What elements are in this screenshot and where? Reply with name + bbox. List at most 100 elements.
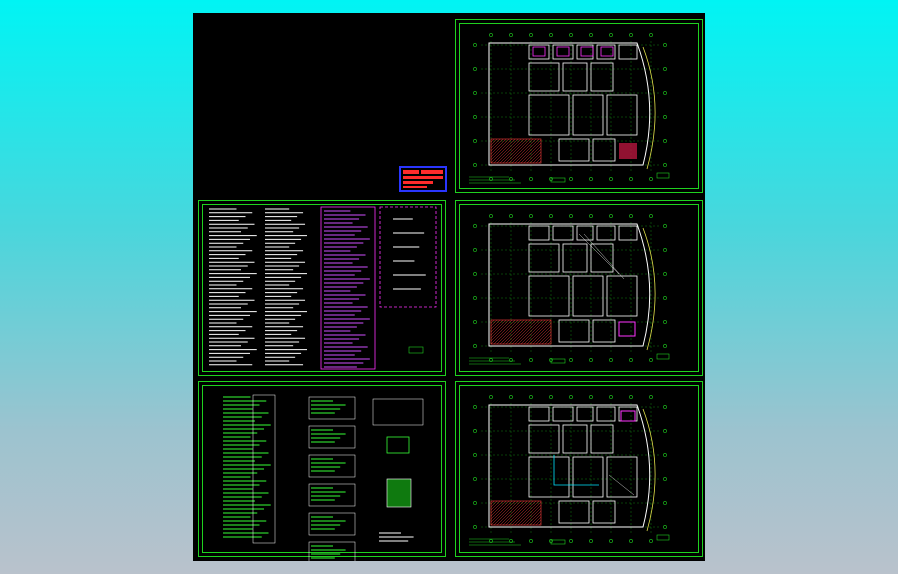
axis-bubble — [663, 477, 667, 481]
room — [606, 275, 638, 317]
drawing-canvas[interactable] — [193, 13, 705, 561]
axis-bubble — [589, 358, 593, 362]
hatch-line — [490, 319, 495, 324]
hatch-line — [490, 500, 510, 520]
schedule-table — [252, 394, 276, 544]
title-tag — [656, 172, 670, 179]
curved-facade — [642, 227, 656, 351]
schedule-block — [308, 483, 356, 507]
axis-bubble — [509, 539, 513, 543]
axis-bubble — [589, 33, 593, 37]
sheet-plan-1[interactable] — [455, 19, 703, 193]
room — [592, 500, 616, 524]
axis-bubble — [663, 525, 667, 529]
sheet-title-tag — [408, 346, 424, 354]
axis-bubble — [649, 177, 653, 181]
hatch-line — [514, 138, 540, 164]
sheet-notes[interactable] — [198, 200, 446, 376]
hatch-line — [517, 319, 543, 345]
hatch-line — [535, 328, 552, 345]
axis-bubble — [569, 33, 573, 37]
hatch-line — [529, 322, 552, 345]
outer-wall — [488, 404, 651, 528]
schedule-block — [308, 454, 356, 478]
room — [528, 243, 560, 273]
pipe-run — [608, 474, 635, 496]
axis-bubble — [649, 358, 653, 362]
hatch-line — [490, 138, 507, 155]
axis-bubble — [589, 395, 593, 399]
room — [562, 62, 588, 92]
hatch-line — [532, 154, 542, 164]
axis-bubble — [473, 43, 477, 47]
room — [576, 406, 594, 422]
axis-bubble — [629, 395, 633, 399]
axis-bubble — [473, 344, 477, 348]
room — [618, 44, 638, 60]
axis-bubble — [529, 177, 533, 181]
axis-bubble — [663, 139, 667, 143]
axis-bubble — [489, 214, 493, 218]
hatch-line — [490, 319, 498, 327]
room — [528, 406, 550, 422]
detail-symbol — [386, 436, 410, 454]
axis-bubble — [569, 214, 573, 218]
hatch-line — [490, 319, 504, 333]
room — [562, 243, 588, 273]
room — [618, 406, 638, 422]
axis-bubble — [549, 395, 553, 399]
axis-bubble — [663, 115, 667, 119]
hatch-line — [517, 139, 542, 164]
axis-bubble — [663, 296, 667, 300]
hatch-line — [505, 500, 531, 526]
axis-bubble — [629, 358, 633, 362]
hatch-line — [517, 501, 542, 526]
notes-column — [320, 206, 376, 370]
axis-bubble — [509, 358, 513, 362]
axis-bubble — [509, 33, 513, 37]
hatch-line — [502, 500, 528, 526]
room — [592, 319, 616, 343]
axis-bubble — [489, 539, 493, 543]
axis-bubble — [649, 395, 653, 399]
hatch-line — [508, 138, 534, 164]
sheet-cover[interactable] — [195, 15, 451, 197]
axis-bubble — [609, 395, 613, 399]
axis-bubble — [663, 501, 667, 505]
hatch-line — [520, 142, 542, 164]
axis-bubble — [529, 539, 533, 543]
hatch-line — [499, 319, 525, 345]
hatch-line — [538, 331, 552, 345]
axis-bubble — [663, 405, 667, 409]
drawing-linework — [209, 33, 670, 561]
axis-bubble — [569, 539, 573, 543]
hatch-line — [514, 500, 540, 526]
axis-bubble — [609, 358, 613, 362]
axis-bubble — [649, 33, 653, 37]
hatch-line — [490, 319, 501, 330]
hatch-line — [499, 500, 525, 526]
hatch-line — [490, 500, 504, 514]
hatch-line — [526, 510, 542, 526]
axis-bubble — [473, 320, 477, 324]
room — [596, 44, 616, 60]
title-tag — [550, 539, 566, 545]
hatch-line — [490, 138, 510, 158]
axis-bubble — [509, 177, 513, 181]
axis-bubble — [569, 358, 573, 362]
hatch-line — [490, 138, 501, 149]
hatch-line — [520, 319, 546, 345]
cyan-line — [553, 455, 599, 486]
hatch-line — [493, 500, 519, 526]
axis-bubble — [473, 477, 477, 481]
hatch-line — [502, 319, 528, 345]
sheet-schedules[interactable] — [198, 381, 446, 557]
sheet-plan-2[interactable] — [455, 200, 703, 376]
axis-bubble — [473, 272, 477, 276]
hatch-line — [526, 319, 552, 345]
axis-bubble — [589, 539, 593, 543]
red-room — [619, 143, 637, 159]
sheet-plan-3[interactable] — [455, 381, 703, 557]
highlight-fixture — [600, 46, 614, 57]
axis-bubble — [529, 33, 533, 37]
